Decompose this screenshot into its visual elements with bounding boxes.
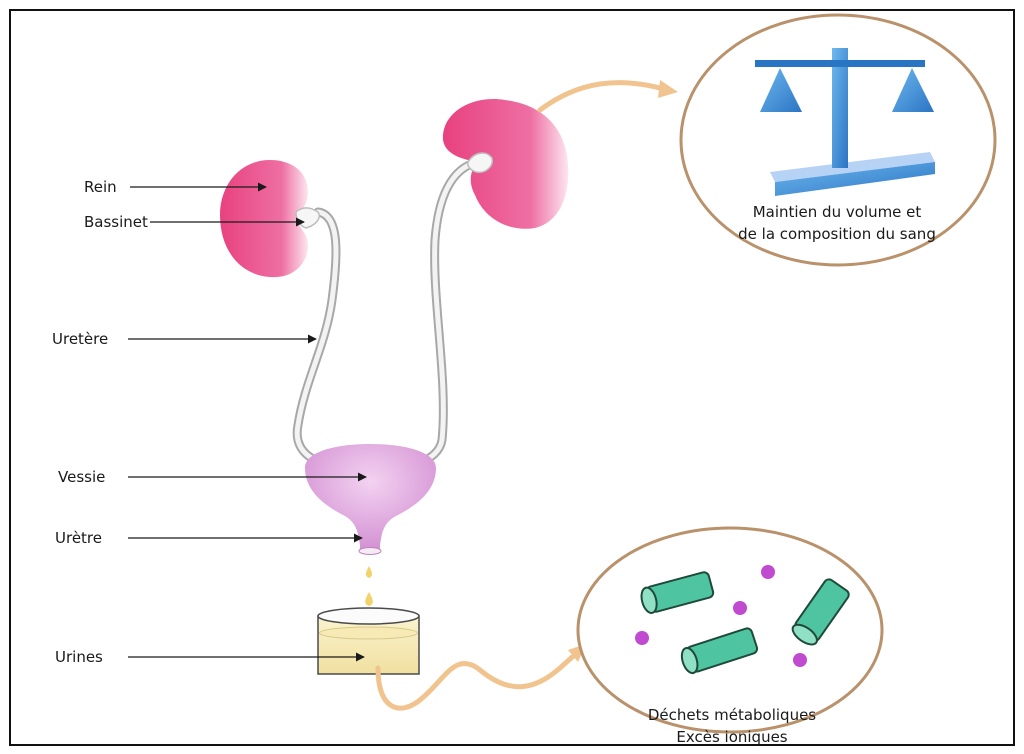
waste-circle — [578, 528, 882, 732]
urine-drop-1 — [366, 566, 372, 578]
urine-surface — [320, 627, 418, 639]
arrow-to-balance — [540, 83, 660, 110]
balance-caption-line1: Maintien du volume et — [712, 201, 962, 223]
kidney-right — [443, 99, 568, 229]
urine-drop-2 — [365, 592, 373, 606]
ion-4 — [793, 653, 807, 667]
kidney-left — [220, 160, 308, 277]
label-bassinet: Bassinet — [84, 213, 148, 231]
label-uretere: Uretère — [52, 330, 108, 348]
beaker-rim — [318, 608, 419, 624]
ion-3 — [635, 631, 649, 645]
label-uretre: Urètre — [55, 529, 102, 547]
waste-caption: Déchets métaboliques Excès ioniques — [607, 704, 857, 748]
balance-caption-line2: de la composition du sang — [712, 223, 962, 245]
balance-beam — [755, 60, 925, 67]
bladder — [305, 444, 436, 552]
balance-caption: Maintien du volume et de la composition … — [712, 201, 962, 245]
urethra — [359, 548, 381, 555]
arrow-to-balance-head — [658, 80, 678, 98]
ureter-right-outline — [425, 162, 478, 460]
waste-caption-line1: Déchets métaboliques — [607, 704, 857, 726]
label-vessie: Vessie — [58, 468, 105, 486]
ion-1 — [761, 565, 775, 579]
bassinet-left — [296, 208, 319, 228]
ion-2 — [733, 601, 747, 615]
label-rein: Rein — [84, 178, 117, 196]
waste-caption-line2: Excès ioniques — [607, 726, 857, 748]
label-urines: Urines — [55, 648, 103, 666]
